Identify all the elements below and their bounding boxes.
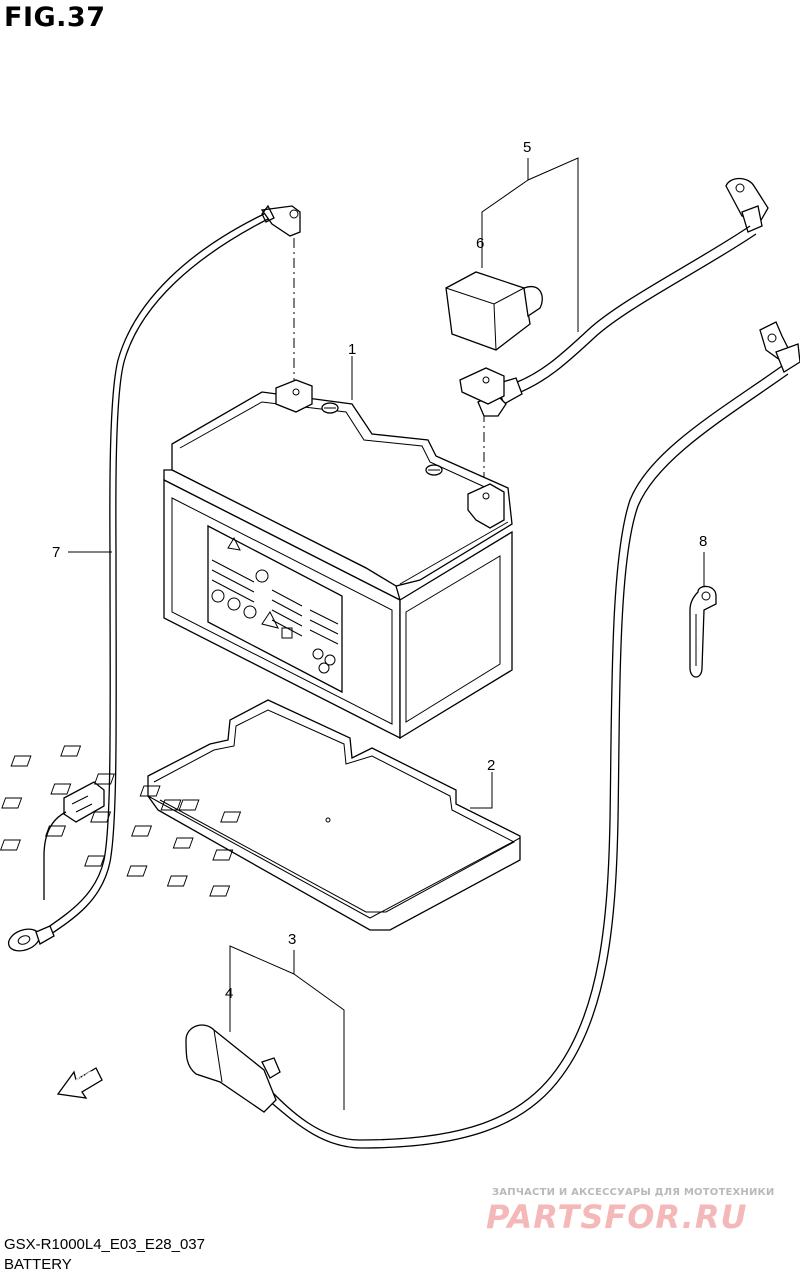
leader-3-4 [229,945,295,1032]
callout-5: 5 [523,139,531,156]
battery-tray-2 [0,699,521,931]
figure-code: GSX-R1000L4_E03_E28_037 [4,1236,205,1253]
callout-8: 8 [699,533,707,550]
watermark-logo: PARTSFOR.RU [486,1198,748,1236]
leader-5-6 [481,158,529,268]
callout-2: 2 [487,757,495,774]
ground-lead-7 [7,204,301,952]
callout-1: 1 [348,341,356,358]
battery-cable-3 [185,321,800,1149]
terminal-cover-6 [445,271,543,351]
leader-5 [527,157,579,332]
clamp-8 [689,552,717,678]
leader-3 [293,973,345,1110]
battery-cable-5 [459,177,769,417]
callout-7: 7 [52,544,60,561]
fwd-direction-arrow: FWD [56,1067,103,1099]
callout-6: 6 [476,235,484,252]
watermark-tagline: ЗАПЧАСТИ И АКСЕССУАРЫ ДЛЯ МОТОТЕХНИКИ [492,1187,775,1198]
callout-3: 3 [288,931,296,948]
figure-title: FIG.37 [4,2,106,33]
figure-name: BATTERY [4,1256,72,1273]
callout-4: 4 [225,985,233,1002]
battery-1 [163,356,513,740]
